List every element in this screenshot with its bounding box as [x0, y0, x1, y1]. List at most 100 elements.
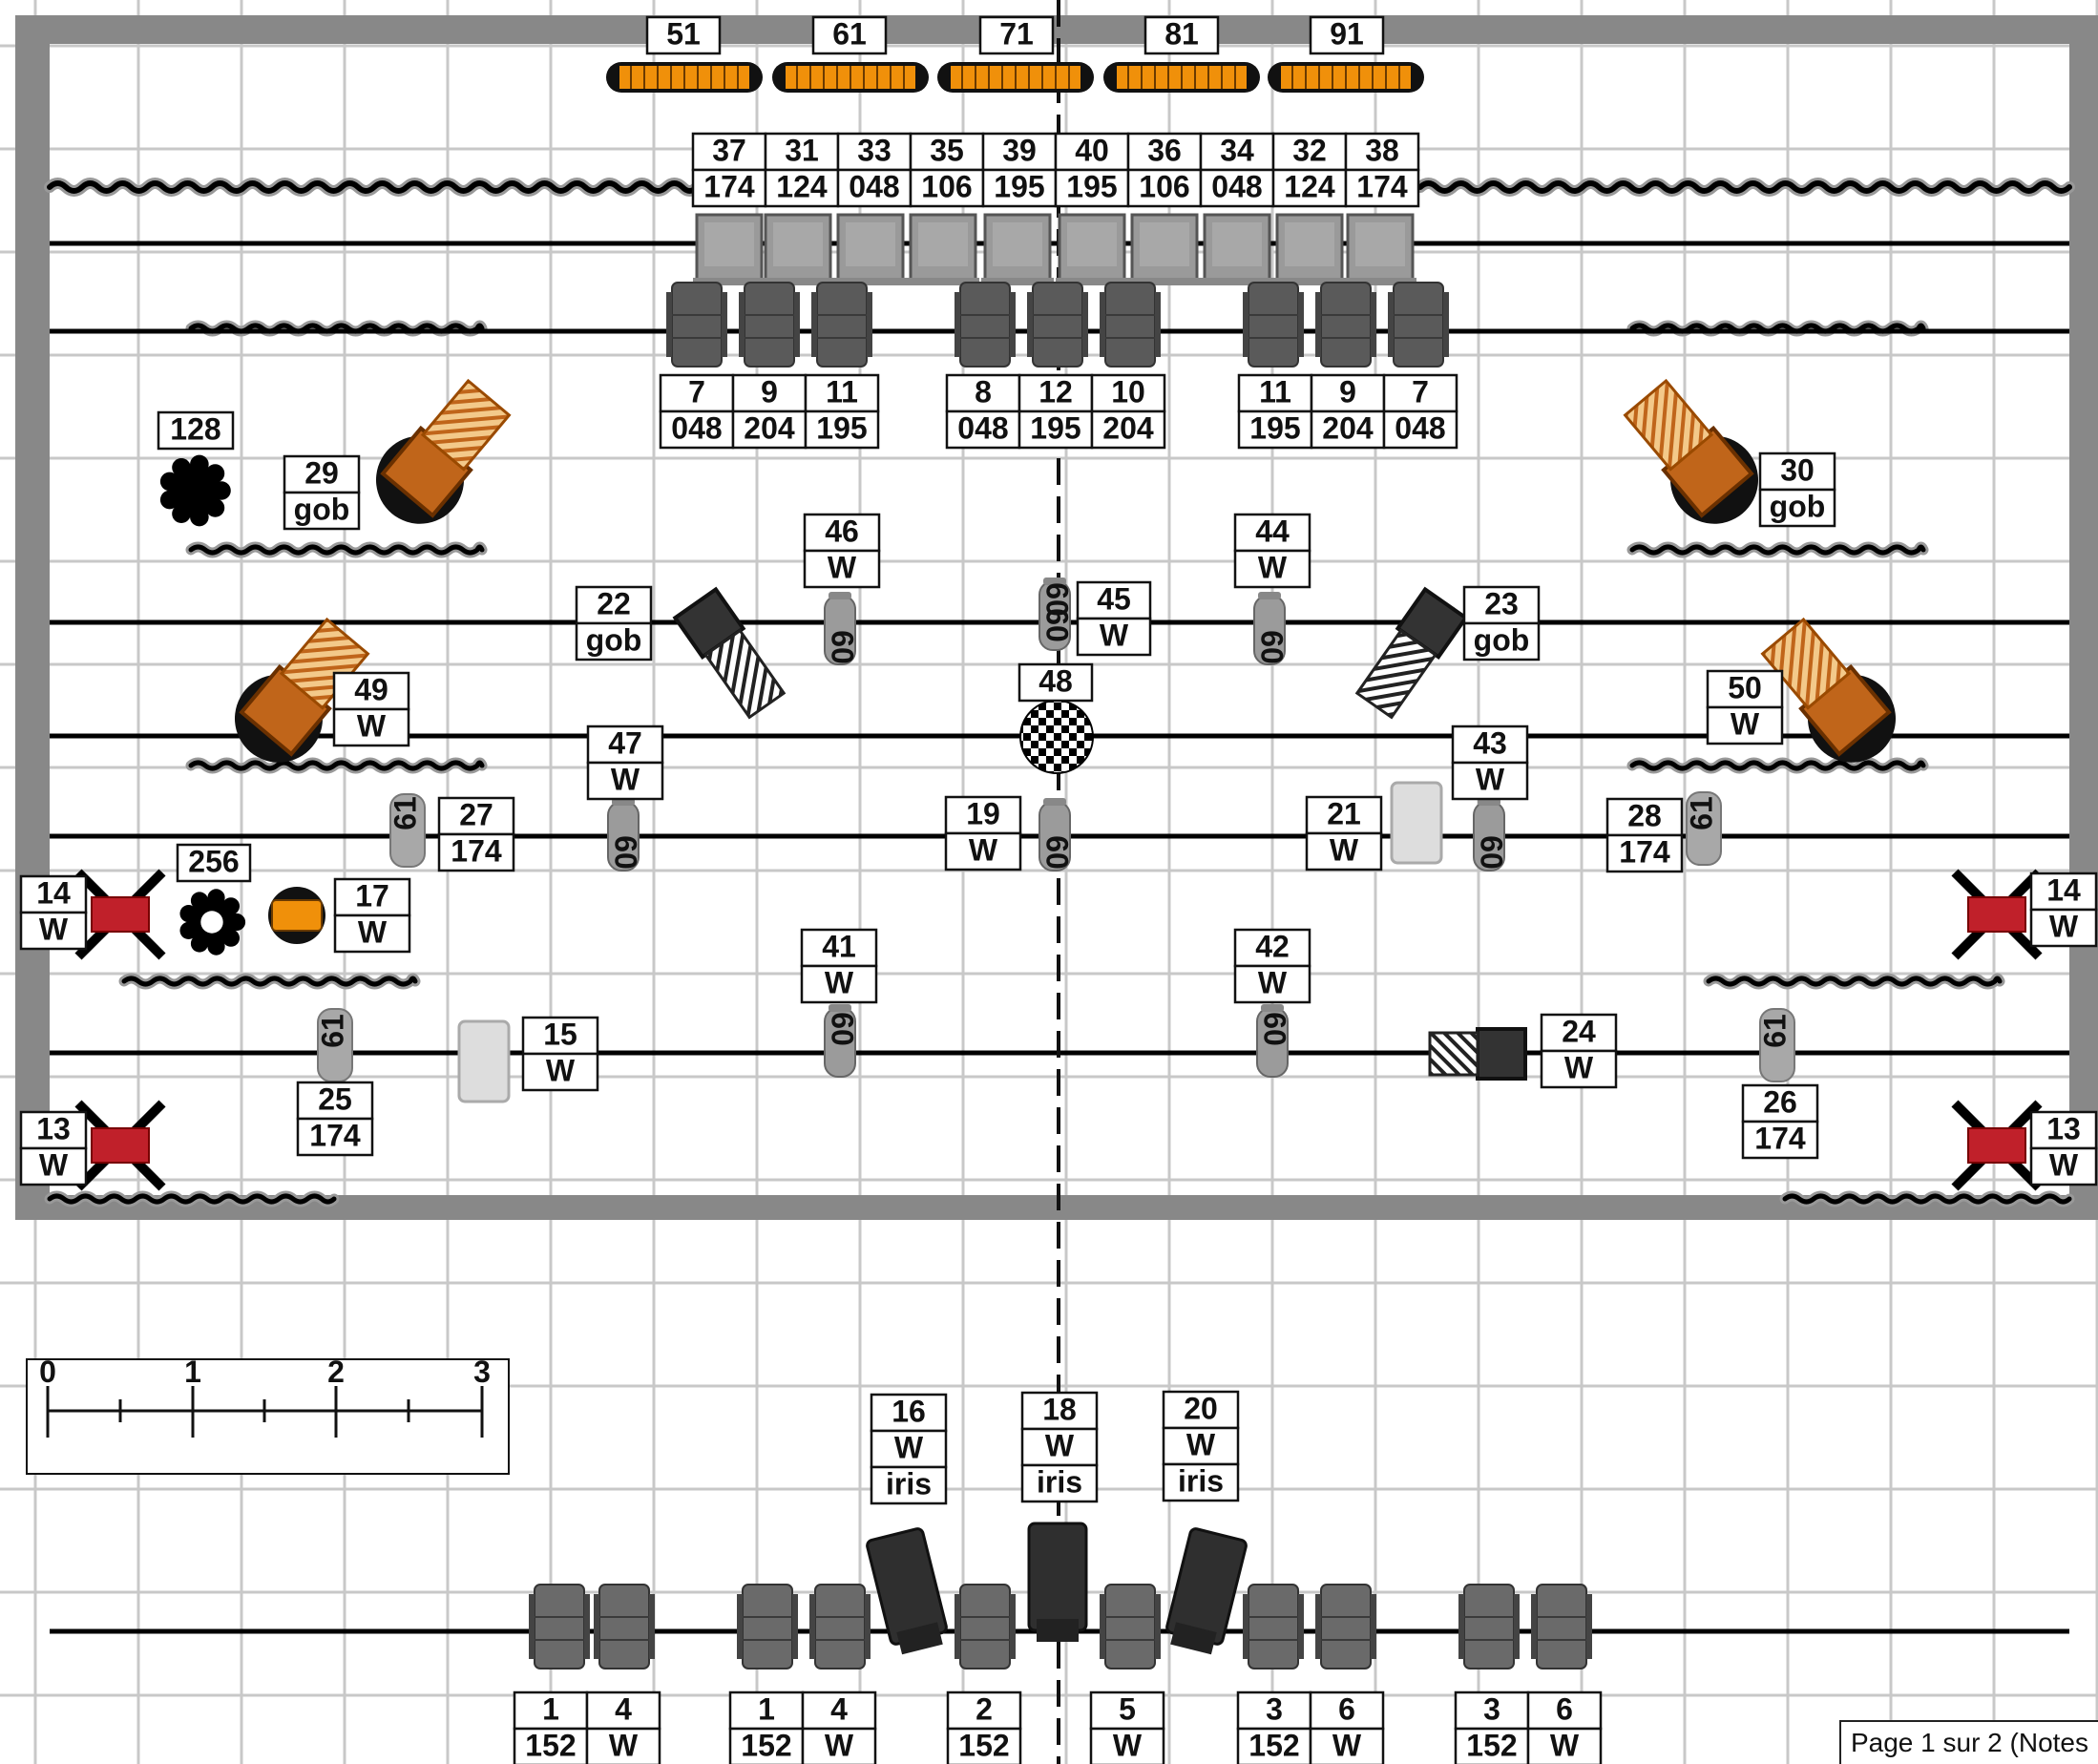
label-text: gob: [586, 622, 642, 657]
par-number: 60: [1255, 630, 1290, 664]
label-text: W: [2049, 1147, 2079, 1182]
flood-light: [1344, 213, 1416, 285]
fixture-tag: W: [521, 1052, 599, 1092]
profile-spot: [1243, 282, 1304, 368]
channel-cell: 38: [1344, 132, 1420, 172]
label-text: 195: [1066, 169, 1117, 203]
fixture-tag: 256: [176, 843, 252, 883]
label-text: 24: [1562, 1014, 1596, 1048]
label-text: W: [357, 708, 387, 743]
fixture-tag: W: [1020, 1427, 1099, 1467]
cyc-batten: [937, 62, 1094, 93]
label-text: 9: [1339, 374, 1356, 409]
channel-cell: 048: [945, 410, 1021, 450]
batten-label: 91: [1309, 15, 1385, 55]
gobo-effect: [159, 454, 231, 527]
label-text: 1: [758, 1691, 775, 1726]
label-text: 33: [857, 133, 892, 167]
par-number: 60: [1040, 608, 1075, 642]
profile-spot: [594, 1584, 655, 1670]
label-text: 152: [1466, 1728, 1517, 1762]
channel-cell: W: [585, 1727, 661, 1764]
fixture-tag: 43: [1451, 724, 1529, 765]
label-text: 6: [1338, 1691, 1355, 1726]
scroller-light: [672, 586, 787, 720]
profile-spot: [955, 282, 1016, 368]
label-text: W: [546, 1053, 576, 1087]
label-text: W: [825, 1728, 854, 1762]
batten-label: 61: [811, 15, 888, 55]
cable: [1417, 180, 2072, 194]
fresnel-number: 61: [388, 796, 422, 830]
channel-cell: 152: [728, 1727, 805, 1764]
channel-cell: 9: [1310, 373, 1386, 413]
par-number: 60: [826, 1012, 860, 1046]
label-text: 8: [975, 374, 992, 409]
fixture-tag: 14: [2029, 872, 2098, 912]
fixture-tag: 29: [283, 454, 361, 494]
page-footer: Page 1 sur 2 (Notes: [1838, 1720, 2098, 1764]
channel-cell: W: [1089, 1727, 1165, 1764]
label-text: 26: [1763, 1084, 1797, 1119]
channel-cell: 048: [1382, 410, 1458, 450]
fixture-tag: W: [1305, 831, 1383, 872]
channel-cell: 12: [1018, 373, 1094, 413]
blinder-x: [1951, 869, 2043, 960]
moving-head: [376, 378, 512, 524]
label-text: 11: [826, 374, 858, 409]
fixture-tag: W: [870, 1429, 948, 1469]
cable: [1629, 760, 1926, 771]
label-text: 43: [1473, 725, 1507, 760]
label-text: W: [1045, 1428, 1075, 1462]
fixtures: [74, 62, 2043, 1670]
channel-cell: 31: [764, 132, 840, 172]
fixture-tag: 174: [296, 1117, 374, 1157]
fixture-tag: 28: [1605, 797, 1684, 837]
label-text: 37: [712, 133, 746, 167]
label-text: 25: [318, 1082, 352, 1116]
channel-cell: 9: [731, 373, 808, 413]
cable: [121, 976, 418, 987]
label-text: 124: [776, 169, 828, 203]
channel-cell: 32: [1271, 132, 1348, 172]
fixture-tag: 46: [803, 513, 881, 553]
channel-cell: 152: [1454, 1727, 1530, 1764]
profile-spot: [737, 1584, 798, 1670]
label-text: 14: [36, 875, 71, 910]
label-text: 15: [543, 1017, 577, 1051]
channel-cell: 7: [659, 373, 735, 413]
fixture-tag: 128: [157, 410, 235, 451]
label-text: 21: [1327, 796, 1361, 830]
label-text: 128: [170, 411, 220, 446]
label-text: 11: [1259, 374, 1291, 409]
fixture-tag: gob: [1758, 488, 1836, 528]
par-can: [824, 592, 856, 665]
label-text: 29: [304, 455, 339, 490]
cyc-batten: [1103, 62, 1260, 93]
fixture-tag: 22: [575, 585, 653, 625]
label-text: 41: [822, 929, 856, 963]
fixture-tag: W: [1451, 761, 1529, 801]
label-text: 106: [1139, 169, 1189, 203]
channel-cell: 152: [513, 1727, 589, 1764]
label-text: 3: [1483, 1691, 1500, 1726]
moving-head: [235, 617, 370, 763]
fixture-tag: 45: [1076, 580, 1152, 620]
label-text: 13: [36, 1111, 71, 1145]
channel-cell: 048: [1199, 168, 1275, 208]
fixture-tag: 20: [1162, 1390, 1240, 1430]
channel-cell: 048: [659, 410, 735, 450]
channel-cell: 36: [1126, 132, 1203, 172]
frame-right: [2069, 15, 2098, 1220]
label-text: W: [39, 1147, 69, 1182]
channel-cell: 34: [1199, 132, 1275, 172]
moving-head: [1760, 617, 1896, 763]
label-text: 47: [608, 725, 642, 760]
flood-light: [693, 213, 766, 285]
label-text: W: [1100, 618, 1129, 652]
gobo-effect: [179, 889, 246, 956]
channel-cell: 195: [1054, 168, 1130, 208]
fresnel-number: 61: [1684, 796, 1718, 830]
channel-cell: 35: [909, 132, 985, 172]
